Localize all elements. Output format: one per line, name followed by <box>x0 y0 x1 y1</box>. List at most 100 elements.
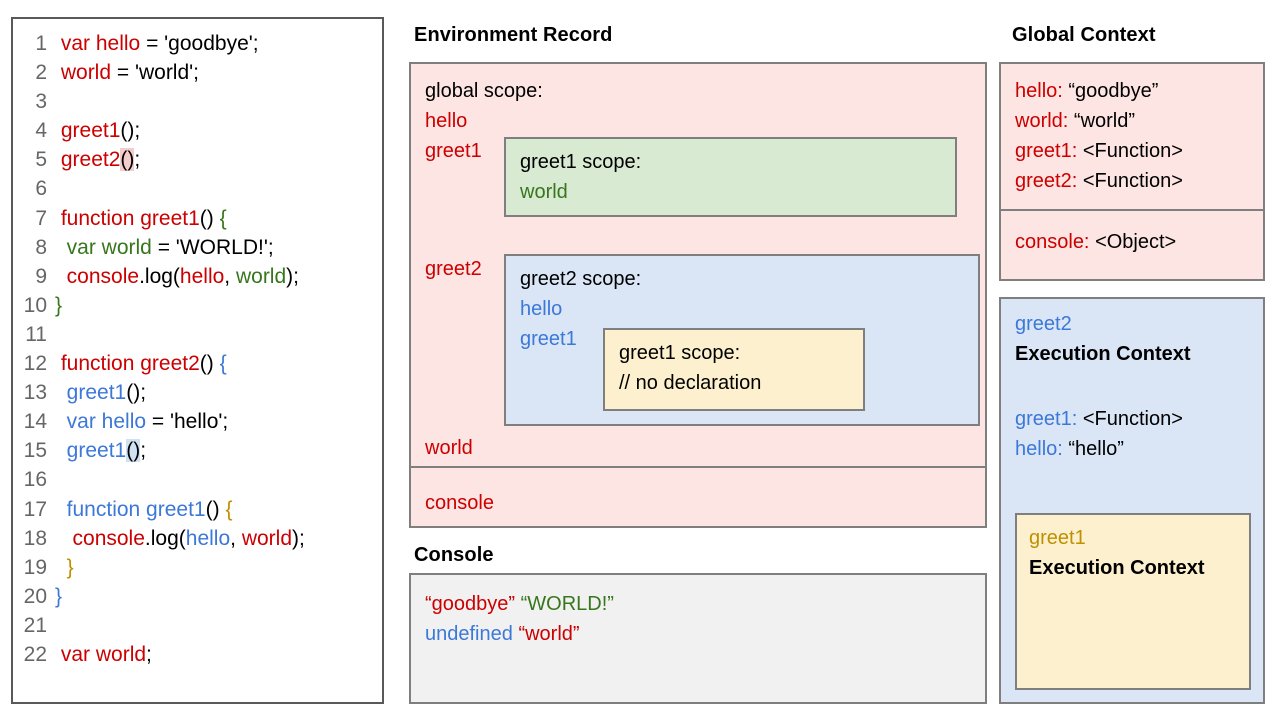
code-line-number: 8 <box>35 235 47 259</box>
code-token: hello: <box>1015 80 1069 102</box>
code-line[interactable]: 10} <box>13 291 382 320</box>
environment-record-box: global scope: hello greet1 greet2 world … <box>409 62 987 528</box>
code-line[interactable]: 17 function greet1() { <box>13 495 382 524</box>
console-output-box[interactable]: “goodbye” “WORLD!”undefined “world” <box>409 573 987 704</box>
code-token: “goodbye” <box>425 593 516 615</box>
code-token: console <box>72 526 145 550</box>
code-token: () <box>205 497 226 521</box>
code-token: ; <box>134 148 141 172</box>
code-token: greet1 <box>60 119 121 143</box>
code-line-number: 1 <box>35 32 47 55</box>
code-token: hello <box>179 264 225 288</box>
code-token: = 'world'; <box>111 61 199 85</box>
code-editor-panel[interactable]: 1 var hello = 'goodbye';2 world = 'world… <box>11 17 384 704</box>
code-line[interactable]: 12 function greet2() { <box>13 349 382 378</box>
code-line[interactable]: 22 var world; <box>13 640 382 669</box>
code-token: var hello <box>66 410 147 434</box>
code-token <box>55 265 67 288</box>
code-token: (); <box>120 119 141 143</box>
global-scope-binding-world: world <box>425 437 473 459</box>
code-line[interactable]: 14 var hello = 'hello'; <box>13 407 382 436</box>
environment-record-divider <box>411 466 985 468</box>
code-line[interactable]: 15 greet1(); <box>13 436 382 465</box>
code-token: { <box>219 206 227 230</box>
code-token: “world” <box>1073 110 1136 132</box>
code-token: world <box>235 264 287 288</box>
code-line[interactable]: 13 greet1(); <box>13 378 382 407</box>
code-token <box>55 527 73 550</box>
global-scope-binding-hello: hello <box>425 110 468 132</box>
global-context-variable-row: world: “world” <box>1015 106 1183 136</box>
code-token: greet1: <box>1015 408 1083 430</box>
code-line[interactable]: 7 function greet1() { <box>13 204 382 233</box>
global-context-variable-row: greet1: <Function> <box>1015 136 1183 166</box>
code-line[interactable]: 18 console.log(hello, world); <box>13 524 382 553</box>
code-line-number: 4 <box>35 119 47 143</box>
greet1-execution-context-subtitle: Execution Context <box>1029 557 1205 579</box>
code-token: = 'goodbye'; <box>140 32 259 55</box>
global-context-variable-list: hello: “goodbye”world: “world”greet1: <F… <box>1015 76 1183 196</box>
global-context-heading: Global Context <box>1012 24 1156 46</box>
greet2-scope-binding-greet1: greet1 <box>520 328 577 350</box>
code-line-number: 5 <box>35 148 47 172</box>
code-line-number: 14 <box>23 410 47 434</box>
global-scope-binding-greet2: greet2 <box>425 258 482 280</box>
code-token: () <box>126 439 141 463</box>
code-token: var world <box>60 642 147 666</box>
environment-record-binding-console: console <box>425 492 494 514</box>
code-token: “WORLD!” <box>520 593 614 615</box>
code-token: { <box>219 352 227 376</box>
code-line[interactable]: 19 } <box>13 553 382 582</box>
code-line[interactable]: 5 greet2(); <box>13 145 382 174</box>
greet2-execution-context-name: greet2 <box>1015 313 1072 335</box>
code-token: greet2 <box>60 148 121 172</box>
global-context-console-region: console: <Object> <box>1001 211 1263 279</box>
code-line[interactable]: 11 <box>13 320 382 349</box>
code-line[interactable]: 6 <box>13 174 382 203</box>
code-line[interactable]: 21 <box>13 611 382 640</box>
console-output-lines: “goodbye” “WORLD!”undefined “world” <box>425 589 614 649</box>
code-line[interactable]: 20} <box>13 582 382 611</box>
greet1-execution-context-box: greet1 Execution Context <box>1015 513 1251 690</box>
code-token: function greet1 <box>60 206 200 230</box>
greet2-scope-box: greet2 scope: hello greet1 greet1 scope:… <box>504 254 980 426</box>
code-line-number: 6 <box>35 177 47 201</box>
code-token: <Function> <box>1082 170 1183 192</box>
code-token: } <box>55 584 63 608</box>
environment-record-console-region: console <box>411 468 985 526</box>
greet2-scope-binding-hello: hello <box>520 298 563 320</box>
greet1-scope-box: greet1 scope: world <box>504 137 957 217</box>
code-token: (); <box>126 381 147 405</box>
global-context-vars-region: hello: “goodbye”world: “world”greet1: <F… <box>1001 64 1263 209</box>
code-token <box>55 381 67 404</box>
code-token: = 'WORLD!'; <box>151 235 274 259</box>
code-line-number: 3 <box>35 90 47 114</box>
code-token <box>55 439 67 462</box>
code-line-number: 2 <box>35 61 47 85</box>
greet1-inner-scope-title: greet1 scope: <box>619 342 741 364</box>
greet2-scope-title: greet2 scope: <box>520 268 642 290</box>
code-line[interactable]: 8 var world = 'WORLD!'; <box>13 233 382 262</box>
code-line-number: 13 <box>23 381 47 405</box>
greet2-execution-context-subtitle: Execution Context <box>1015 343 1191 365</box>
code-token: ); <box>292 526 305 550</box>
global-context-variable-row: greet2: <Function> <box>1015 166 1183 196</box>
code-token: “hello” <box>1068 438 1124 460</box>
greet1-scope-title: greet1 scope: <box>520 151 642 173</box>
code-line[interactable]: 4 greet1(); <box>13 116 382 145</box>
code-line[interactable]: 16 <box>13 465 382 494</box>
greet1-inner-scope-comment: // no declaration <box>619 372 762 394</box>
code-token <box>55 556 67 579</box>
code-token: undefined <box>425 623 513 645</box>
code-token: } <box>66 555 74 579</box>
code-line-number: 19 <box>23 555 47 579</box>
code-line[interactable]: 1 var hello = 'goodbye'; <box>13 29 382 58</box>
code-token: <Function> <box>1082 140 1183 162</box>
code-line[interactable]: 2 world = 'world'; <box>13 58 382 87</box>
code-token <box>55 498 67 521</box>
code-line[interactable]: 9 console.log(hello, world); <box>13 262 382 291</box>
code-token: greet1 <box>66 439 127 463</box>
code-token: .log( <box>144 526 186 550</box>
code-line[interactable]: 3 <box>13 87 382 116</box>
code-token: greet1: <box>1015 140 1083 162</box>
